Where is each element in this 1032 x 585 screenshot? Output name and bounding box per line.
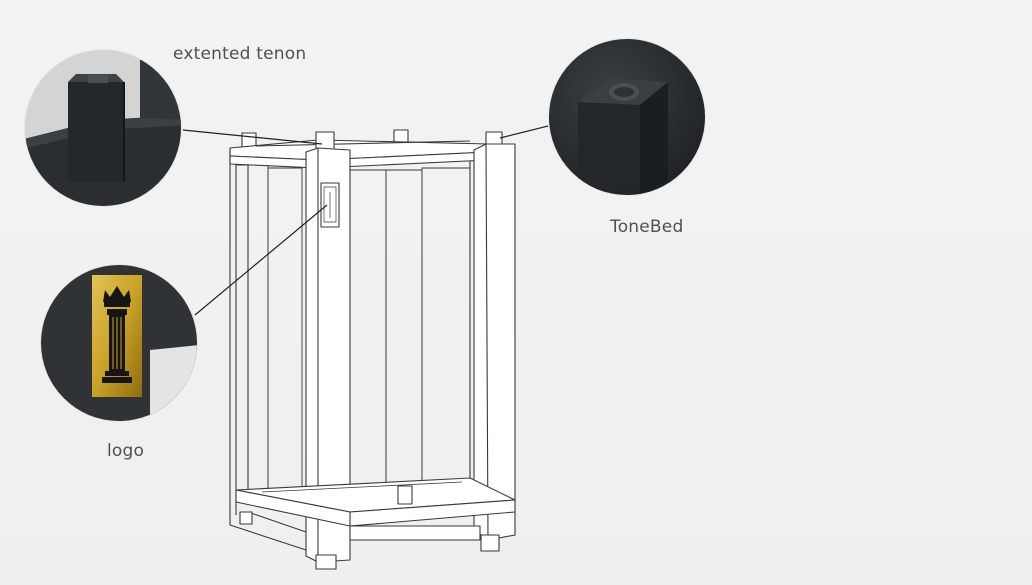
bottom-shelf: [235, 477, 516, 541]
post-back-left: [235, 132, 257, 515]
callout-label-tonebed: ToneBed: [610, 217, 684, 237]
crowned-column-logo-icon: [40, 264, 198, 422]
leader-line-tonebed: [499, 125, 549, 139]
leader-line-tenon: [182, 129, 323, 145]
leader-lines: [182, 125, 549, 316]
tonebed-photo-icon: [548, 38, 706, 196]
inner-panels: [235, 164, 471, 494]
leader-line-logo: [194, 204, 328, 316]
left-frame: [229, 150, 307, 551]
callout-label-tenon: extented tenon: [173, 44, 307, 64]
extended-tenon-photo-icon: [24, 49, 182, 207]
callout-label-logo: logo: [107, 441, 145, 461]
top-frame: [229, 139, 489, 169]
logo-plate-sketch: [320, 182, 340, 228]
post-back-right: [393, 129, 471, 505]
rack-sketch: [229, 129, 516, 570]
